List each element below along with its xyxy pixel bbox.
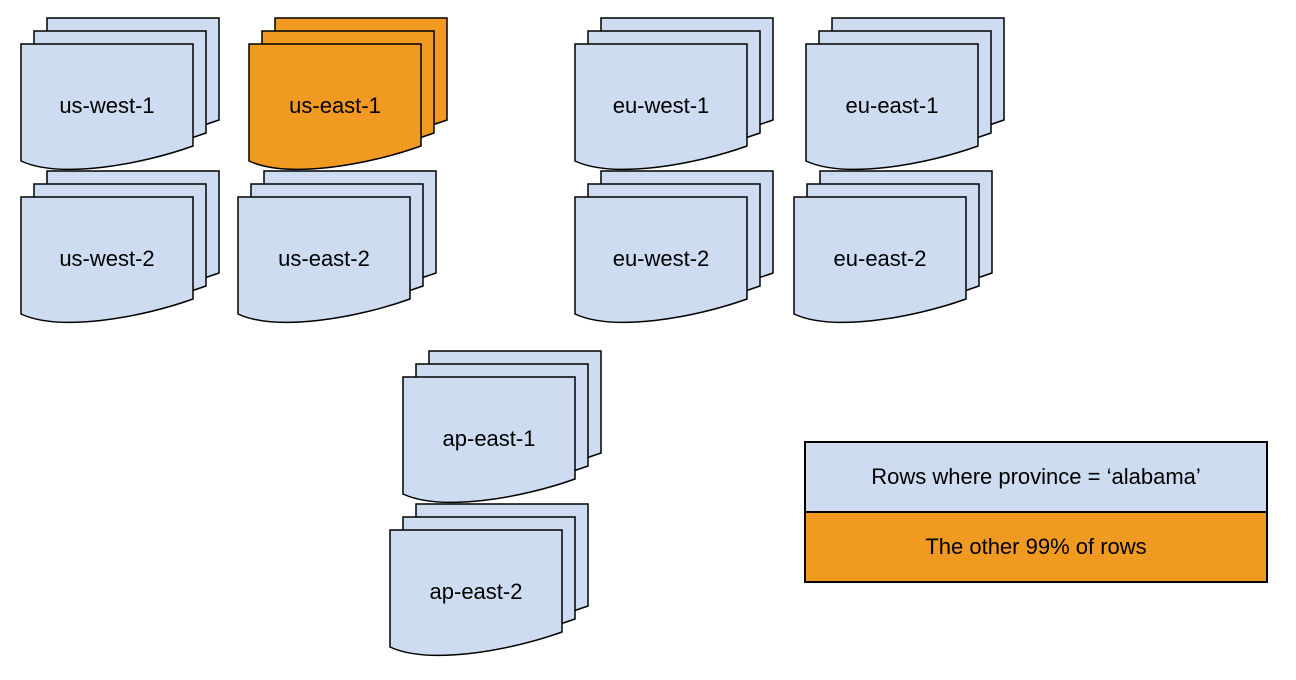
legend-item-other-rows: The other 99% of rows bbox=[806, 511, 1266, 581]
region-stack-eu-east-2: eu-east-2 bbox=[793, 170, 993, 326]
document-stack-icon bbox=[402, 350, 602, 504]
region-stack-ap-east-1: ap-east-1 bbox=[402, 350, 602, 506]
document-stack-icon bbox=[237, 170, 437, 324]
document-stack-icon bbox=[20, 17, 220, 171]
document-stack-icon bbox=[20, 170, 220, 324]
region-stack-us-west-1: us-west-1 bbox=[20, 17, 220, 173]
document-stack-icon bbox=[805, 17, 1005, 171]
region-stack-ap-east-2: ap-east-2 bbox=[389, 503, 589, 659]
document-stack-icon bbox=[574, 170, 774, 324]
legend: Rows where province = ‘alabama’ The othe… bbox=[804, 441, 1268, 583]
document-stack-icon bbox=[574, 17, 774, 171]
region-stack-us-east-2: us-east-2 bbox=[237, 170, 437, 326]
region-stack-eu-east-1: eu-east-1 bbox=[805, 17, 1005, 173]
region-stack-us-east-1: us-east-1 bbox=[248, 17, 448, 173]
region-stack-eu-west-1: eu-west-1 bbox=[574, 17, 774, 173]
legend-item-alabama-rows: Rows where province = ‘alabama’ bbox=[806, 443, 1266, 511]
region-stack-eu-west-2: eu-west-2 bbox=[574, 170, 774, 326]
document-stack-icon bbox=[248, 17, 448, 171]
legend-item-label: Rows where province = ‘alabama’ bbox=[871, 464, 1201, 489]
region-stack-us-west-2: us-west-2 bbox=[20, 170, 220, 326]
document-stack-icon bbox=[389, 503, 589, 657]
document-stack-icon bbox=[793, 170, 993, 324]
legend-item-label: The other 99% of rows bbox=[925, 534, 1147, 559]
